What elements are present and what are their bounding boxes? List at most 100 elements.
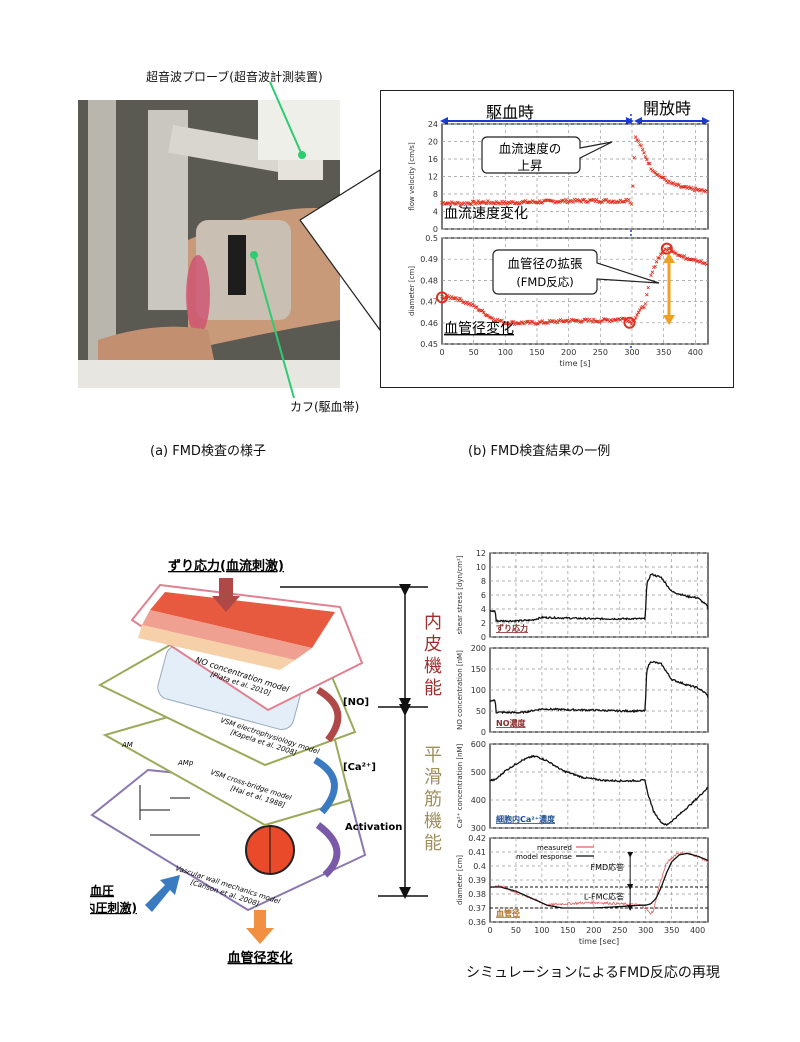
data-point (692, 188, 696, 193)
data-point (501, 201, 506, 206)
data-point (440, 294, 444, 299)
data-point (465, 300, 469, 305)
data-point (645, 157, 649, 162)
data-point (638, 308, 642, 312)
data-point (681, 185, 685, 189)
data-point (622, 200, 627, 204)
data-point (629, 202, 634, 206)
data-point (456, 298, 461, 303)
fmd-exam-photo (78, 100, 340, 388)
data-point (546, 321, 550, 325)
x-tick-label: 350 (656, 348, 671, 357)
x-tick-label: 100 (534, 926, 549, 935)
data-point (643, 155, 648, 159)
x-tick-label: 50 (511, 926, 521, 935)
y-tick-label: 0 (481, 728, 486, 737)
data-point (649, 273, 653, 278)
y-tick-label: 10 (476, 563, 486, 572)
data-point (646, 285, 650, 290)
callout-flow-line2: 上昇 (517, 158, 542, 173)
panel-label: NO濃度 (496, 718, 526, 728)
data-point (587, 198, 592, 202)
y-tick-label: 0.38 (468, 890, 486, 899)
output-arrow (246, 910, 274, 944)
data-point (682, 254, 687, 258)
data-point (603, 197, 607, 202)
data-point (594, 319, 599, 324)
data-point (564, 197, 568, 202)
y-tick-label: 100 (471, 686, 486, 695)
activation-label: Activation (345, 822, 402, 833)
data-point (639, 144, 644, 148)
data-point (604, 197, 609, 202)
data-point (511, 319, 515, 324)
data-point (633, 316, 638, 320)
y-axis-label: flow velocity [cm/s] (408, 142, 416, 211)
data-point (448, 202, 453, 207)
data-point (459, 298, 464, 303)
series-line (489, 660, 709, 715)
layer-no-concentration: NO concentration model [Plata et al. 201… (130, 583, 364, 712)
y-tick-label: 150 (471, 665, 486, 674)
data-point (647, 161, 652, 166)
flow-change-label: 血流速度変化 (444, 205, 528, 222)
data-point (469, 202, 474, 207)
data-point (480, 308, 485, 313)
y-tick-label: 0.46 (420, 319, 438, 328)
data-point (562, 200, 567, 204)
panel-label: ずり応力 (496, 623, 528, 633)
caption-a: (a) FMD検査の様子 (150, 444, 266, 459)
y-tick-label: 20 (428, 138, 438, 147)
cuff-label: カフ(駆血帯) (290, 400, 360, 414)
x-tick-label: 200 (561, 348, 576, 357)
y-tick-label: 12 (476, 549, 486, 558)
data-point (572, 318, 577, 323)
callout-diam-line2: (FMD反応) (516, 275, 573, 289)
data-point (475, 305, 479, 309)
data-point (631, 184, 635, 189)
fmd-result-box (380, 90, 734, 388)
data-point (635, 313, 639, 317)
data-point (468, 301, 472, 306)
fmd-response-label: FMD応答 (590, 862, 624, 872)
multiscale-model-diagram: ずり応力(血流刺激) Vascular wall mechanics model… (90, 558, 428, 966)
y-tick-label: 0.49 (420, 255, 438, 264)
y-axis-label: diameter [cm] (456, 855, 464, 905)
probe-marker (298, 151, 306, 159)
no-signal-arrow (316, 686, 342, 743)
y-tick-label: 300 (471, 824, 486, 833)
photo-illustration (78, 100, 340, 388)
y-tick-label: 0.42 (468, 834, 486, 843)
x-tick-label: 50 (469, 348, 479, 357)
series-line (490, 852, 709, 909)
x-tick-label: 100 (498, 348, 513, 357)
y-axis-label: NO concentration [nM] (456, 650, 464, 730)
callout-flow-line1: 血流速度の (499, 141, 562, 156)
y-tick-label: 0 (433, 225, 438, 234)
data-point (484, 201, 489, 206)
x-tick-label: 0 (487, 926, 492, 935)
data-point (472, 199, 476, 204)
y-axis-label: shear stress [dyn/cm²] (456, 555, 464, 634)
shear-input-arrow (212, 578, 240, 612)
data-point (579, 200, 584, 204)
x-tick-label: 150 (560, 926, 575, 935)
activation-arrow (315, 822, 341, 878)
highlight-circle (623, 316, 636, 329)
y-axis-label: diameter [cm] (408, 266, 416, 316)
endothelial-function-label: 内皮機能 (421, 612, 442, 700)
smooth-muscle-function-label: 平滑筋機能 (421, 745, 442, 855)
lfmc-response-label: L-FMC応答 (584, 892, 624, 902)
data-point (543, 320, 547, 325)
diameter-change-label: 血管径変化 (444, 320, 514, 337)
shear-stress-input: ずり応力(血流刺激) (168, 558, 284, 574)
data-point (642, 151, 646, 155)
data-point (643, 302, 648, 306)
callout-flow: 血流速度の 上昇 (481, 136, 613, 174)
data-point (500, 318, 504, 323)
data-point (704, 188, 709, 193)
no-signal-label: [NO] (343, 697, 369, 708)
y-tick-label: 8 (481, 577, 486, 586)
data-point (704, 262, 709, 267)
